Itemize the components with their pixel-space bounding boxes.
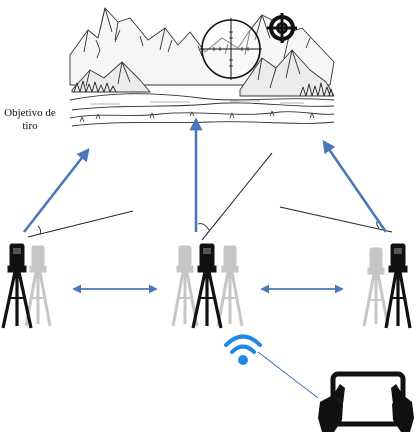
tablet-in-hands-icon xyxy=(318,371,414,432)
station-left-ghost xyxy=(24,245,52,327)
measurement-arrows xyxy=(22,117,388,294)
theodolite-icon xyxy=(191,243,223,329)
left-station-arrow xyxy=(22,147,90,233)
right-station-reference-line xyxy=(279,206,393,233)
theodolite-icon xyxy=(384,243,412,329)
center-angle-arc xyxy=(197,223,210,231)
wireless-link-line xyxy=(257,351,319,399)
right-station-arrow xyxy=(322,139,388,233)
left-angle-arc xyxy=(37,225,42,235)
scope-crosshair-icon xyxy=(200,18,262,80)
station-center xyxy=(171,243,244,329)
left-station-reference-line xyxy=(27,210,134,238)
sight-lines xyxy=(27,152,393,399)
station-left xyxy=(1,243,52,329)
target-label: Objetivo de tiro xyxy=(4,107,56,132)
theodolite-icon xyxy=(1,243,33,329)
wifi-icon xyxy=(224,334,262,365)
station-right xyxy=(362,243,412,329)
center-station-reference-line xyxy=(201,152,273,241)
crosshair-target-icon xyxy=(267,13,297,43)
